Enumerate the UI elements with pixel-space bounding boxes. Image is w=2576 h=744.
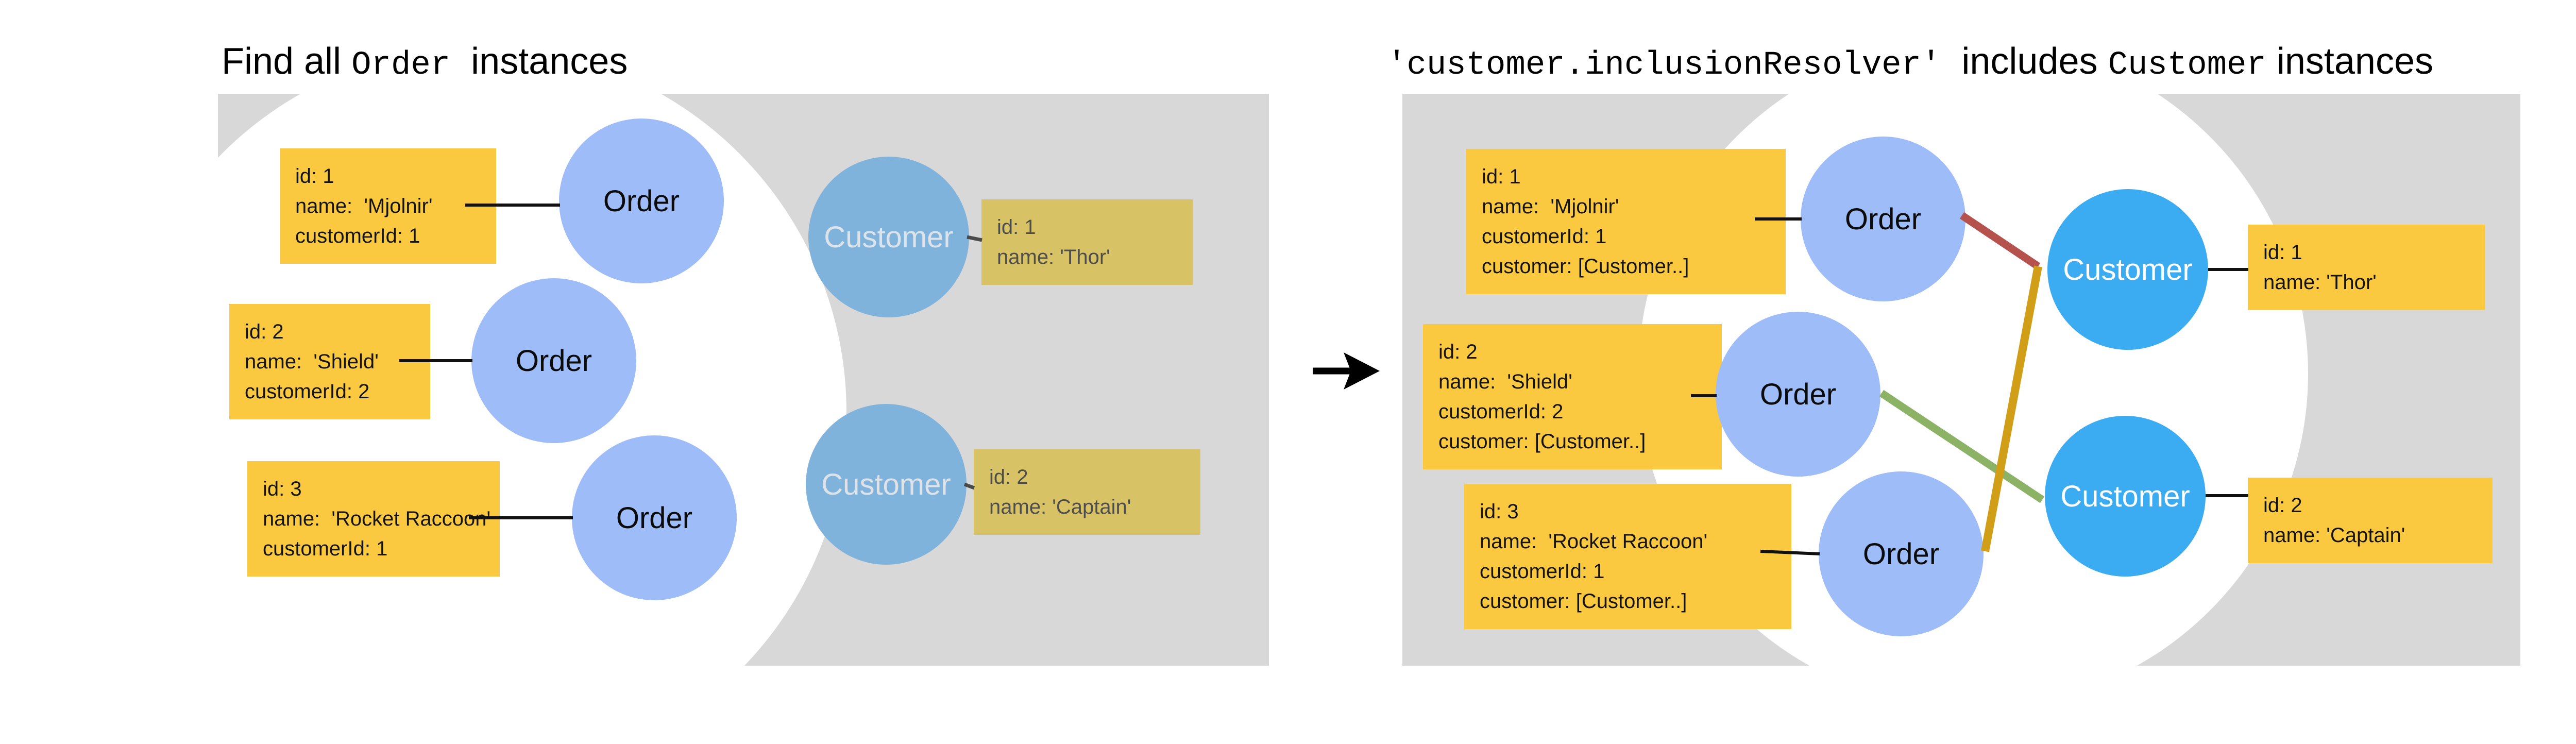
box-line: id: 1 [2263,241,2302,264]
left-panel: id: 1 name: 'Mjolnir' customerId: 1 id: 2 n… [218,94,1269,666]
box-line: id: 1 [295,165,334,188]
order-1-node-resolved: Order [1801,137,1965,301]
order-3-node-resolved: Order [1819,471,1984,636]
box-line: name: 'Shield' [1438,370,1572,393]
box-line: customerId: 1 [295,225,420,247]
order-3-label: Order [616,501,693,535]
order-1-label: Order [603,184,680,218]
box-line: id: 1 [997,216,1036,239]
box-line: customer: [Customer..] [1480,590,1687,613]
order-2-databox-resolved: id: 2 name: 'Shield' customerId: 2 customer… [1423,324,1722,469]
customer-1-label: Customer [824,220,954,254]
box-line: customerId: 1 [1480,560,1605,583]
right-panel: id: 1 name: 'Mjolnir' customerId: 1 custome… [1402,94,2520,666]
right-arrow-icon [1313,352,1380,390]
box-line: customer: [Customer..] [1482,255,1689,278]
box-line: customer: [Customer..] [1438,430,1646,453]
customer-2-label: Customer [2060,479,2190,513]
right-title-code2: Customer [2108,47,2266,84]
order-2-node-resolved: Order [1716,312,1880,477]
customer-1-label: Customer [2063,252,2193,286]
box-line: id: 2 [2263,494,2302,517]
customer-1-node-faded: Customer [808,157,969,317]
right-title-code1: 'customer.inclusionResolver' [1387,47,1941,84]
box-line: name: 'Shield' [245,350,379,373]
order-1-node: Order [559,119,724,283]
box-line: id: 2 [245,320,284,343]
customer-1-node: Customer [2047,189,2208,350]
box-line: name: 'Captain' [989,496,1131,518]
left-title: Find all Order instances [222,40,628,84]
left-title-code: Order [351,47,451,84]
box-line: id: 1 [1482,165,1521,188]
order-3-databox-resolved: id: 3 name: 'Rocket Raccoon' customerId: 1… [1464,484,1791,629]
box-line: name: 'Rocket Raccoon' [1480,530,1708,553]
box-line: id: 3 [263,478,302,500]
order-2-databox: id: 2 name: 'Shield' customerId: 2 [229,304,430,419]
order-2-node: Order [471,278,636,443]
customer-2-databox-faded: id: 2 name: 'Captain' [974,449,1200,535]
customer-2-node: Customer [2045,416,2206,577]
box-line: name: 'Thor' [997,246,1110,268]
order-3-node: Order [572,435,737,600]
box-line: customerId: 1 [263,537,388,560]
order-2-label: Order [515,344,592,378]
box-line: customerId: 2 [1438,400,1564,423]
customer-2-databox: id: 2 name: 'Captain' [2248,478,2493,563]
right-title-part2: instances [2276,41,2434,82]
box-line: customerId: 2 [245,380,370,403]
order-2-label: Order [1759,377,1837,411]
order-1-databox: id: 1 name: 'Mjolnir' customerId: 1 [280,148,496,264]
left-title-part1: Find all [222,41,342,82]
order-3-label: Order [1862,537,1940,571]
order-1-label: Order [1844,202,1922,236]
box-line: name: 'Rocket Raccoon' [263,508,491,530]
customer-2-label: Customer [821,467,951,501]
box-line: name: 'Mjolnir' [295,195,433,217]
box-line: id: 2 [989,466,1028,488]
right-title: 'customer.inclusionResolver' includes Cu… [1387,40,2433,84]
customer-1-databox-faded: id: 1 name: 'Thor' [981,199,1193,285]
order-3-databox: id: 3 name: 'Rocket Raccoon' customerId: 1 [247,461,500,577]
box-line: name: 'Captain' [2263,524,2405,547]
order-1-databox-resolved: id: 1 name: 'Mjolnir' customerId: 1 custome… [1466,149,1786,294]
box-line: name: 'Thor' [2263,271,2377,294]
box-line: customerId: 1 [1482,225,1607,248]
customer-1-databox: id: 1 name: 'Thor' [2248,225,2485,310]
left-title-part2: instances [471,41,628,82]
right-title-part1: includes [1961,41,2098,82]
customer-2-node-faded: Customer [806,404,967,565]
box-line: id: 3 [1480,500,1519,523]
box-line: id: 2 [1438,341,1478,363]
box-line: name: 'Mjolnir' [1482,195,1619,218]
